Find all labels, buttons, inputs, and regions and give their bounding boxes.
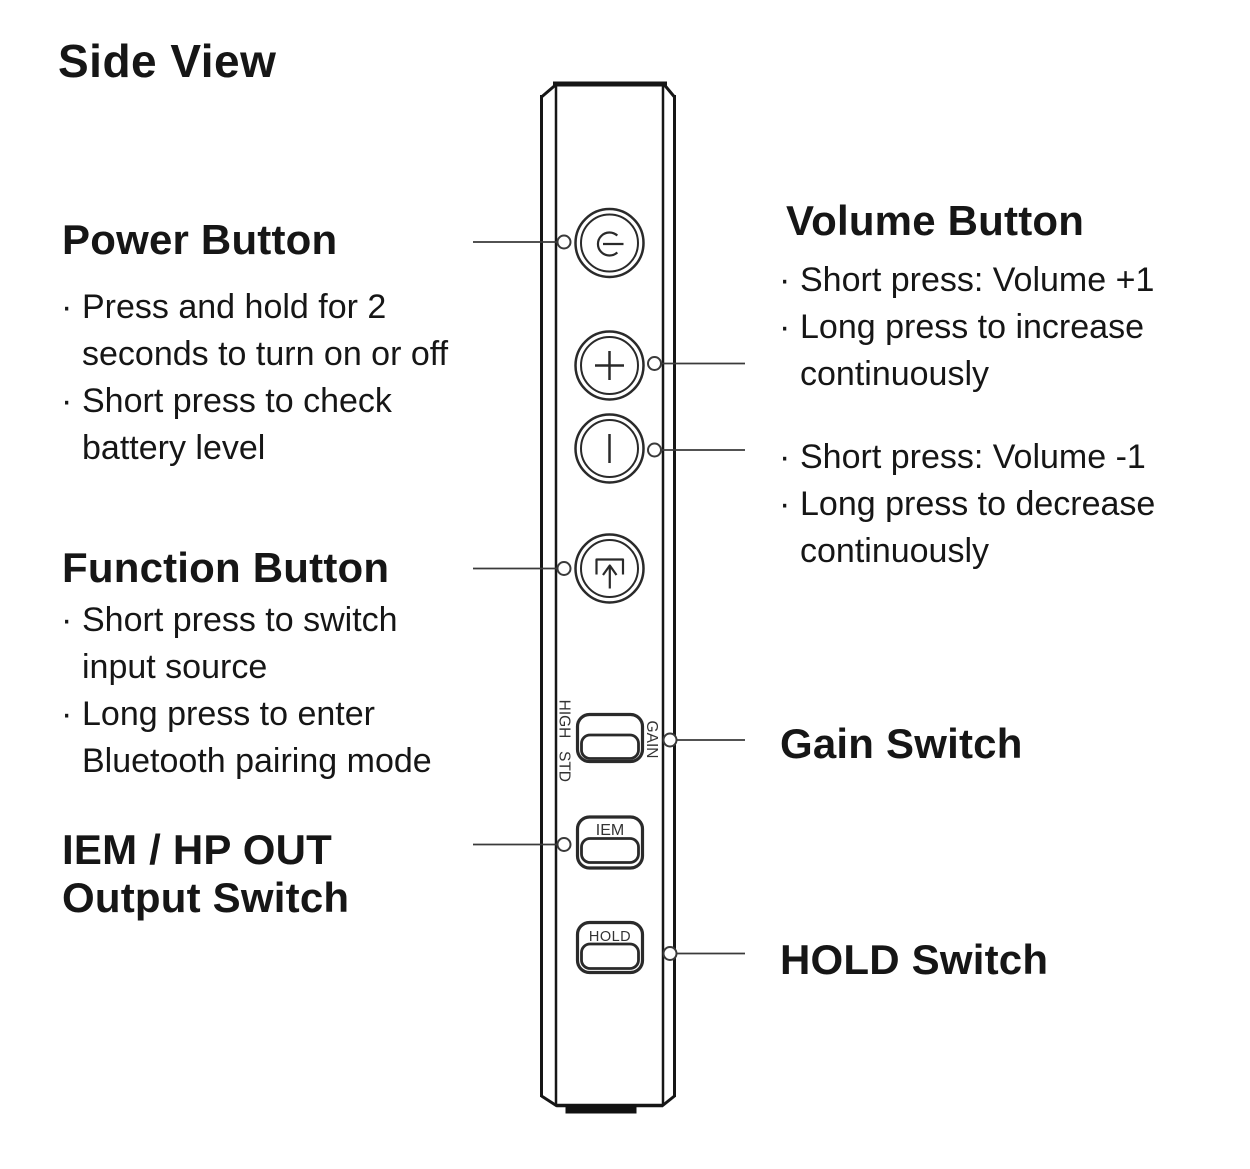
bullet-line: · Press and hold for 2 (61, 284, 448, 331)
power-button-outer-ring (574, 207, 645, 279)
bullet-text: Long press to increase (800, 308, 1144, 346)
volume-button-heading: Volume Button (786, 197, 1085, 244)
volume-down-leader-dot (647, 442, 662, 458)
bullet-line: continuously (779, 528, 1155, 575)
volume-up-outer-ring (574, 330, 645, 401)
bullet-line: input source (61, 644, 432, 691)
bullet-text: Short press to check (82, 382, 392, 420)
bullet-text: Long press to decrease (800, 485, 1156, 523)
bullet-text: seconds to turn on or off (82, 335, 449, 373)
hold-switch-knob (580, 942, 640, 970)
gain-switch-knob (580, 733, 640, 760)
hold-switch-heading: HOLD Switch (780, 936, 1049, 983)
bullet-dot: · (779, 308, 791, 346)
device-bottom-right-chamfer (661, 1094, 676, 1108)
bullet-text: Press and hold for 2 (82, 288, 387, 326)
bullet-dot: · (779, 438, 791, 476)
gain-switch: HIGH STD GAIN (556, 700, 661, 782)
bullet-text: Short press: Volume -1 (800, 438, 1146, 476)
gain-switch-heading: Gain Switch (780, 720, 1023, 767)
bullet-text: Bluetooth pairing mode (82, 742, 432, 780)
bullet-line: · Short press: Volume -1 (779, 434, 1155, 481)
output-switch-body (575, 815, 645, 870)
bullet-dot (61, 738, 82, 785)
volume-up-notes: · Short press: Volume +1 · Long press to… (779, 257, 1154, 398)
device-base-bar (565, 1104, 637, 1114)
bullet-text: battery level (82, 429, 266, 467)
bullet-line: · Long press to enter (61, 691, 432, 738)
power-button-heading: Power Button (62, 216, 338, 263)
bullet-dot (779, 351, 800, 398)
bullet-line: · Short press: Volume +1 (779, 257, 1154, 304)
volume-down-notes: · Short press: Volume -1 · Long press to… (779, 434, 1155, 575)
volume-down-inner-ring (580, 419, 639, 478)
function-button-inner-ring (580, 539, 639, 598)
iem-label: IEM (596, 822, 624, 839)
bullet-dot: · (61, 601, 73, 639)
power-button-inner-ring (580, 213, 639, 273)
bullet-text: input source (82, 648, 268, 686)
bullet-line: battery level (61, 425, 448, 472)
device-bottom-left-chamfer (540, 1094, 558, 1108)
bullet-line: seconds to turn on or off (61, 331, 448, 378)
hold-leader-dot (662, 946, 678, 961)
bullet-line: · Short press to check (61, 378, 448, 425)
power-button-notes: · Press and hold for 2 seconds to turn o… (61, 284, 448, 472)
bullet-line: · Long press to increase (779, 304, 1154, 351)
hold-switch: HOLD (575, 920, 645, 975)
bullet-line: · Short press to switch (61, 597, 432, 644)
function-button-heading: Function Button (62, 544, 390, 591)
callout-leaders (473, 234, 745, 961)
power-button (574, 207, 645, 279)
bullet-dot: · (61, 382, 73, 420)
bullet-line: continuously (779, 351, 1154, 398)
gain-high-label: HIGH (556, 700, 573, 739)
bullet-dot (61, 644, 82, 691)
bullet-line: · Long press to decrease (779, 481, 1155, 528)
function-button-notes: · Short press to switch input source · L… (61, 597, 432, 785)
volume-up-leader-dot (647, 356, 662, 371)
output-switch-knob (580, 837, 640, 864)
function-leader-dot (556, 561, 572, 576)
volume-down-button (574, 413, 645, 484)
bullet-dot: · (61, 288, 73, 326)
bullet-text: Long press to enter (82, 695, 375, 733)
bullet-dot (61, 425, 82, 472)
output-switch-heading: IEM / HP OUT Output Switch (62, 826, 349, 922)
input-source-icon (595, 558, 625, 589)
bullet-text: continuously (800, 532, 990, 570)
gain-leader-dot (662, 732, 678, 748)
device-outline (540, 81, 676, 1114)
device-top-left-chamfer (540, 83, 557, 99)
bullet-text: continuously (800, 355, 990, 393)
bullet-line: Bluetooth pairing mode (61, 738, 432, 785)
hold-switch-body (575, 920, 645, 975)
bullet-dot: · (61, 695, 73, 733)
output-switch-heading-line1: IEM / HP OUT (62, 826, 332, 873)
gain-switch-body (575, 712, 645, 764)
gain-label: GAIN (643, 721, 660, 759)
gain-std-label: STD (556, 751, 573, 782)
volume-down-outer-ring (574, 413, 645, 484)
output-leader-dot (556, 837, 572, 852)
plus-icon (595, 351, 624, 380)
bullet-dot: · (779, 485, 791, 523)
function-button-outer-ring (574, 533, 645, 604)
volume-up-button (574, 330, 645, 401)
device-top-right-chamfer (663, 84, 676, 98)
output-switch-heading-line2: Output Switch (62, 874, 350, 921)
hold-label: HOLD (589, 929, 631, 945)
bullet-text: Short press: Volume +1 (800, 261, 1155, 299)
bullet-dot (61, 331, 82, 378)
bullet-dot (779, 528, 800, 575)
power-icon (596, 231, 624, 257)
page-title: Side View (58, 35, 277, 87)
volume-up-inner-ring (580, 336, 639, 395)
device-side-view-diagram: HIGH STD GAIN IEM HOLD (473, 81, 745, 1114)
function-button (574, 533, 645, 604)
output-switch: IEM (575, 815, 645, 870)
bullet-text: Short press to switch (82, 601, 398, 639)
bullet-dot: · (779, 261, 791, 299)
power-leader-dot (556, 234, 572, 250)
